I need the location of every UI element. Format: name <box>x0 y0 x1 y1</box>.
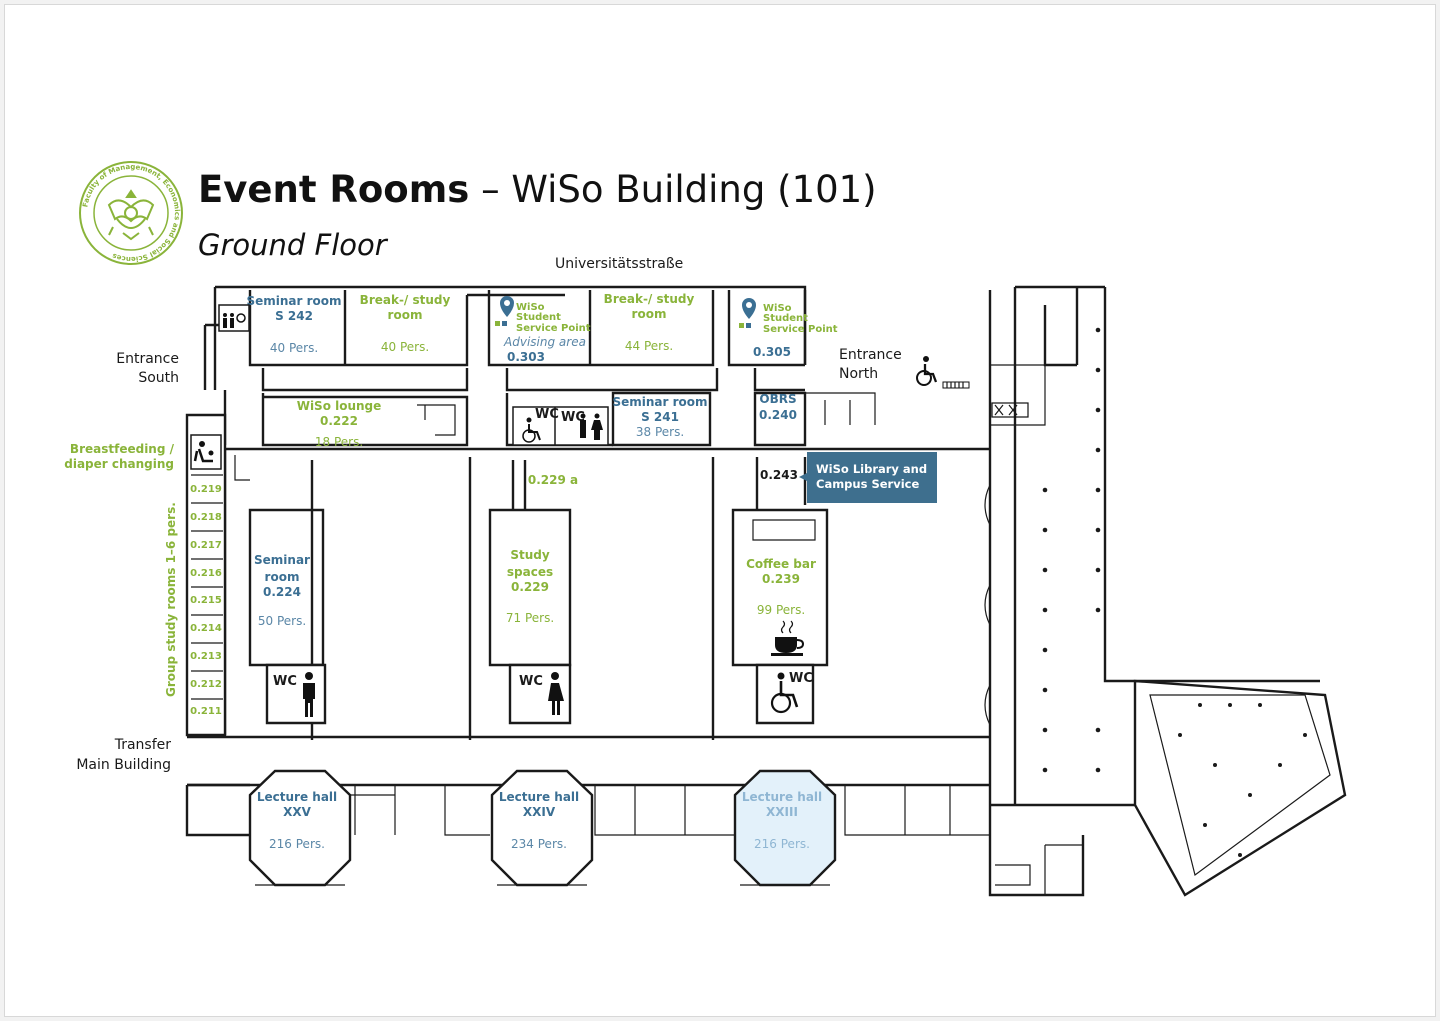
service1-line2: Student <box>516 312 561 323</box>
service1-line1: WiSo <box>516 302 545 313</box>
room-s242-name: Seminar room <box>246 294 341 308</box>
service-point-2-icon <box>739 298 756 328</box>
svg-text:Faculty of Management, Economi: Faculty of Management, Economics and Soc… <box>81 163 181 263</box>
wc-accessible-label: WC <box>789 671 813 686</box>
transfer-line2: Main Building <box>76 757 171 773</box>
room-coffee-capacity: 99 Pers. <box>757 603 805 617</box>
room-study-number: 0.229 <box>511 580 549 594</box>
room-coffee-number: 0.239 <box>762 572 800 586</box>
service1-area: Advising area <box>503 335 586 349</box>
hall25-capacity: 216 Pers. <box>269 837 325 851</box>
eagle-seal-icon <box>107 189 155 241</box>
room-break2-name: Break-/ study <box>604 292 695 306</box>
hall24-number: XXIV <box>523 805 556 819</box>
entrance-north-line1: Entrance <box>839 347 902 363</box>
breastfeeding-line2: diaper changing <box>64 457 174 471</box>
wc-upper-icon: WC WC <box>512 406 609 446</box>
room-0224-line1: Seminar <box>254 553 310 567</box>
room-obrs-name: OBRS <box>759 392 796 406</box>
room-study-capacity: 71 Pers. <box>506 611 554 625</box>
faculty-logo: Faculty of Management, Economics and Soc… <box>79 161 183 265</box>
floor-plan-map: Faculty of Management, Economics and Soc… <box>64 161 1347 897</box>
service2-line3: Service Point <box>763 324 838 335</box>
transfer-line1: Transfer <box>114 737 172 753</box>
room-obrs-number: 0.240 <box>759 408 797 422</box>
svg-text:WC: WC <box>561 410 585 425</box>
group-study-numbers: 0.219 0.218 0.217 0.216 0.215 0.214 0.21… <box>190 484 222 717</box>
room-lounge-name: WiSo lounge <box>297 399 382 413</box>
logo-ring-text: Faculty of Management, Economics and Soc… <box>81 163 181 263</box>
wc-accessible-icon: WC <box>770 671 813 714</box>
page-title: Event Rooms – WiSo Building (101) <box>198 168 877 211</box>
floor-subtitle: Ground Floor <box>198 228 389 262</box>
group-room-0216: 0.216 <box>190 568 222 579</box>
entrance-north-line2: North <box>839 366 878 382</box>
hall25-name: Lecture hall <box>257 790 337 804</box>
wc-left-icon: WC <box>273 672 315 717</box>
service2-line1: WiSo <box>763 303 792 314</box>
room-0224-line2: room <box>265 570 300 584</box>
wc-center-icon: WC <box>519 672 564 715</box>
group-room-0212: 0.212 <box>190 679 222 690</box>
wc-center-label: WC <box>519 674 543 689</box>
breastfeeding-line1: Breastfeeding / <box>70 442 175 456</box>
room-s241-capacity: 38 Pers. <box>636 425 684 439</box>
entrance-south-line1: Entrance <box>116 351 179 367</box>
street-label: Universitätsstraße <box>555 256 683 272</box>
hall24-name: Lecture hall <box>499 790 579 804</box>
hall24-capacity: 234 Pers. <box>511 837 567 851</box>
library-box: WiSo Library and Campus Service <box>799 452 937 503</box>
library-line2: Campus Service <box>816 477 919 491</box>
hall23-name: Lecture hall <box>742 790 822 804</box>
room-0224-number: 0.224 <box>263 585 301 599</box>
stairs-icon <box>942 381 1029 418</box>
room-coffee-name: Coffee bar <box>746 557 816 571</box>
group-study-label: Group study rooms 1–6 pers. <box>164 502 178 697</box>
room-s241-number: S 241 <box>641 410 679 424</box>
entrance-south-line2: South <box>138 370 179 386</box>
room-0243-number: 0.243 <box>760 468 798 482</box>
wc-south-icon <box>218 304 250 332</box>
hall23-capacity: 216 Pers. <box>754 837 810 851</box>
room-break1-capacity: 40 Pers. <box>381 340 429 354</box>
room-study-line1: Study <box>510 548 550 562</box>
group-room-0211: 0.211 <box>190 706 222 717</box>
baby-changing-icon <box>190 434 222 470</box>
room-s242-number: S 242 <box>275 309 313 323</box>
group-room-0215: 0.215 <box>190 595 222 606</box>
group-room-0218: 0.218 <box>190 512 222 523</box>
column-dots <box>1042 327 1307 857</box>
room-lounge-capacity: 18 Pers. <box>315 435 363 449</box>
svg-text:WC: WC <box>535 407 559 422</box>
wc-left-label: WC <box>273 674 297 689</box>
group-room-0217: 0.217 <box>190 540 222 551</box>
library-line1: WiSo Library and <box>816 462 927 476</box>
room-study-line2: spaces <box>507 565 553 579</box>
room-break2-capacity: 44 Pers. <box>625 339 673 353</box>
room-break1-name2: room <box>388 308 423 322</box>
service2-number: 0.305 <box>753 345 791 359</box>
room-break2-name2: room <box>632 307 667 321</box>
room-lounge-number: 0.222 <box>320 414 358 428</box>
group-room-0214: 0.214 <box>190 623 222 634</box>
service1-line3: Service Point <box>516 323 591 334</box>
room-s241-name: Seminar room <box>612 395 707 409</box>
service2-line2: Student <box>763 313 808 324</box>
room-0229a-number: 0.229 a <box>528 473 578 487</box>
hall25-number: XXV <box>283 805 312 819</box>
group-room-0219: 0.219 <box>190 484 222 495</box>
wheelchair-entrance-icon <box>916 356 938 386</box>
room-s242-capacity: 40 Pers. <box>270 341 318 355</box>
hall23-number: XXIII <box>766 805 798 819</box>
service1-number: 0.303 <box>507 350 545 364</box>
service-point-icon <box>495 296 514 326</box>
floor-plan-page: Faculty of Management, Economics and Soc… <box>4 4 1436 1017</box>
room-0224-capacity: 50 Pers. <box>258 614 306 628</box>
coffee-cup-icon <box>771 620 805 656</box>
room-break1-name: Break-/ study <box>360 293 451 307</box>
group-room-0213: 0.213 <box>190 651 222 662</box>
